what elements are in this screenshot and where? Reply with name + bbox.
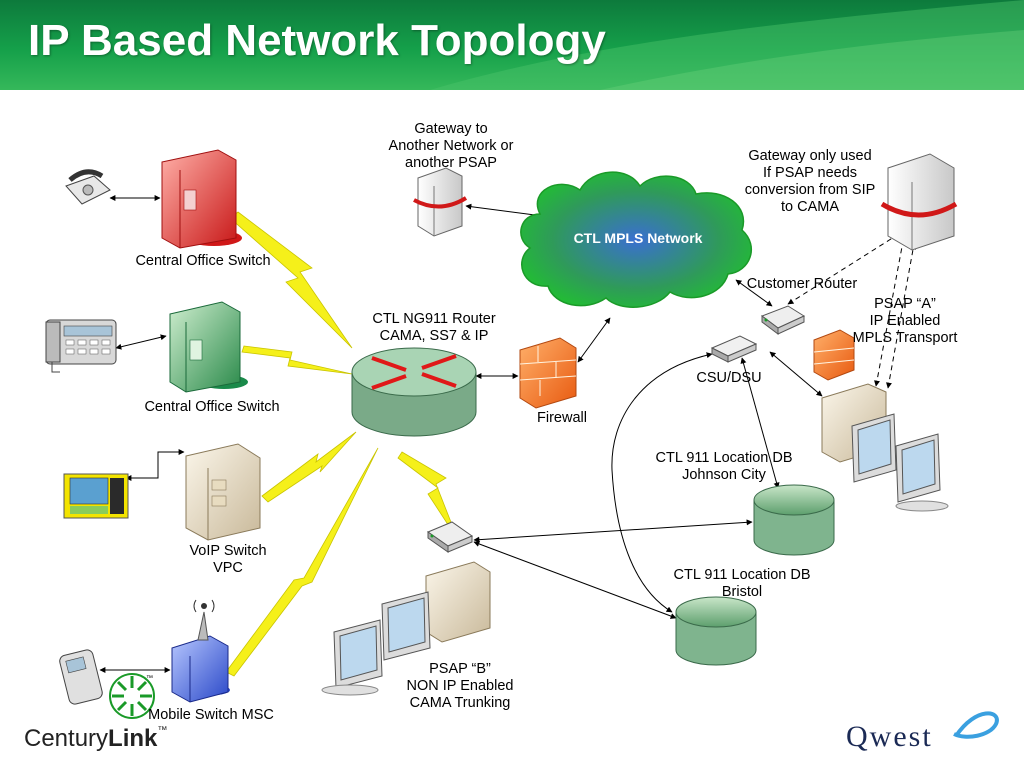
lightning-bolt [229,211,353,349]
label-line: If PSAP needs [762,165,858,181]
database-icon [675,596,757,666]
server-icon [171,635,230,703]
firewall-label: Firewall [537,410,587,426]
customer-router-label: Customer Router [746,276,858,292]
label-line: MPLS Transport [852,330,958,346]
tm-mark: ™ [157,725,168,736]
logo-text: Century [24,725,109,752]
server-icon [169,301,248,393]
database-icon [753,484,835,556]
router-icon [426,521,474,553]
telephone-icon [65,169,111,205]
psap-a-label: PSAP “A” IP Enabled MPLS Transport [836,296,974,347]
psap-b-label: PSAP “B” NON IP Enabled CAMA Trunking [392,661,528,712]
mpls-network-label: CTL MPLS Network [573,230,703,246]
label-line: to CAMA [780,199,839,215]
label-line: PSAP “B” [429,661,491,677]
db-johnson-label: CTL 911 Location DB Johnson City [636,450,812,484]
lightning-bolt [261,431,357,503]
label-line: Gateway to [414,121,488,137]
label-line: Another Network or [388,138,514,154]
page-title: IP Based Network Topology [28,16,606,65]
lightning-bolt [397,451,459,541]
router-icon [710,335,758,363]
csu-dsu-label: CSU/DSU [696,370,762,386]
router-icon [760,305,806,335]
qwest-logo: Qwest [846,711,999,754]
workstation-icon [821,383,949,512]
office-phone-icon [45,319,117,373]
tm-mark: ™ [146,675,153,682]
mobile-switch-label: Mobile Switch MSC [148,707,274,723]
label-line: VPC [213,560,243,576]
co-switch-1-label: Central Office Switch [135,253,271,269]
label-line: CTL 911 Location DB [673,567,811,583]
firewall-icon [519,337,577,409]
label-line: CTL 911 Location DB [655,450,793,466]
logo-text-bold: Link [108,725,158,752]
label-line: VoIP Switch [189,543,267,559]
co-switch-2-label: Central Office Switch [144,399,280,415]
server-icon [413,167,468,237]
centurylink-logo: CenturyLink™ [24,725,167,753]
cell-phone-icon [59,649,103,705]
lightning-bolt [241,345,353,375]
gateway-other-label: Gateway to Another Network or another PS… [368,121,534,172]
server-icon [185,443,261,541]
voip-switch-label: VoIP Switch VPC [172,543,284,577]
label-line: another PSAP [405,155,497,171]
header-banner: IP Based Network Topology [0,0,1024,90]
logo-text: Qwest [846,720,933,753]
router-label: CTL NG911 Router CAMA, SS7 & IP [348,311,520,345]
db-bristol-label: CTL 911 Location DB Bristol [652,567,832,601]
label-line: Gateway only used [748,148,872,164]
router-icon [351,347,477,437]
label-line: CAMA, SS7 & IP [379,328,489,344]
connections [99,195,916,673]
label-line: CTL NG911 Router [372,311,496,327]
server-icon [161,149,242,249]
network-diagram: ™ [45,149,958,719]
header-swoosh [430,0,1024,90]
server-icon [880,153,958,251]
gateway-sip-label: Gateway only used If PSAP needs conversi… [728,148,892,216]
firewall-icon [813,329,855,381]
video-phone-icon [63,473,129,519]
lightning-bolt [225,447,379,677]
label-line: conversion from SIP [744,182,876,198]
lightning-links [225,211,459,677]
label-line: Johnson City [682,467,766,483]
label-line: CAMA Trunking [409,695,511,711]
label-line: NON IP Enabled [406,678,514,694]
label-line: IP Enabled [869,313,941,329]
qwest-swirl-icon [953,711,999,739]
cloud-icon [520,171,753,308]
centurylink-logo-mark: ™ [109,673,155,719]
label-line: Bristol [721,584,763,600]
antenna-icon [193,599,215,641]
workstation-icon [321,561,491,696]
label-line: PSAP “A” [874,296,936,312]
